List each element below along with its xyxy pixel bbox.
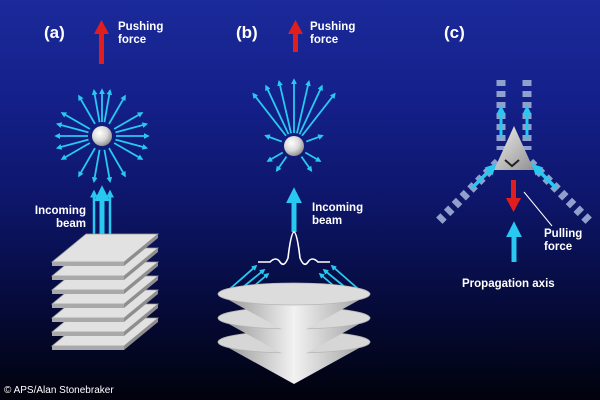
panel-c-label: (c)	[444, 23, 465, 42]
panel-b-cone-stack	[217, 282, 371, 384]
panel-a-scattered-rays	[54, 88, 150, 184]
panel-b-sphere	[284, 136, 304, 156]
panel-b-bessel-profile	[258, 231, 330, 266]
panel-c-force-label: Pulling force	[544, 228, 583, 253]
panel-b-scattered-rays	[252, 78, 336, 172]
panel-b-force-label: Pushing force	[310, 21, 356, 46]
panel-c-pull-arrow	[506, 180, 521, 212]
panel-a-incoming-beam-arrows	[89, 185, 115, 240]
panel-a-push-arrow	[94, 20, 109, 64]
panel-a-beam-label: Incoming beam	[34, 205, 86, 230]
panel-c-pulling-force-leader	[523, 191, 553, 227]
panel-c-prism	[494, 126, 534, 170]
panel-a-label: (a)	[44, 23, 65, 42]
image-credit: © APS/Alan Stonebraker	[4, 385, 114, 396]
panel-a-plate-stack	[50, 233, 160, 350]
panel-a-sphere	[92, 126, 112, 146]
panel-b-label: (b)	[236, 23, 258, 42]
panel-c-beam-arrows	[470, 105, 558, 190]
panel-c-axis-label: Propagation axis	[462, 278, 555, 290]
panel-b-graphic	[217, 20, 371, 384]
panel-c-prism-marking	[504, 159, 520, 168]
panel-a-graphic	[50, 20, 160, 350]
panel-b-push-arrow	[288, 20, 303, 52]
panel-b-beam-label: Incoming beam	[312, 202, 364, 227]
panel-c-graphic	[434, 80, 594, 262]
panel-a-force-label: Pushing force	[118, 21, 164, 46]
